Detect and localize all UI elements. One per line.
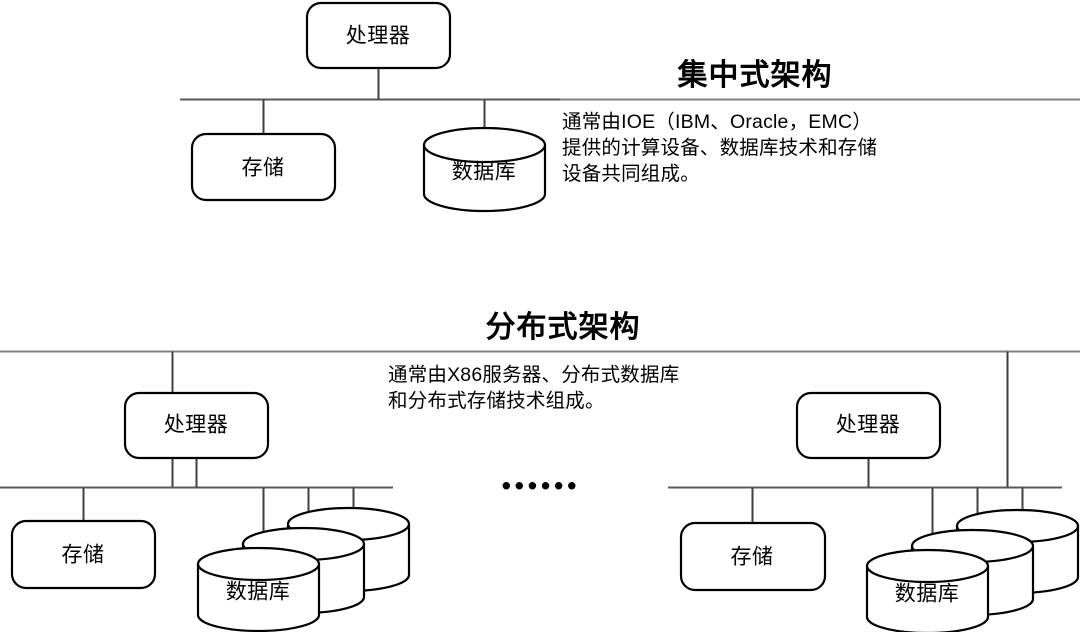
left-storage-box — [10, 519, 157, 590]
distributed-section-title: 分布式架构 — [485, 311, 641, 344]
left-database-label: 数据库 — [225, 580, 291, 604]
centralized-section-description: 通常由IOE（IBM、Oracle，EMC） 提供的计算设备、数据库技术和存储 … — [562, 110, 982, 188]
distributed-section-description: 通常由X86服务器、分布式数据库 和分布式存储技术组成。 — [388, 363, 808, 415]
right-database-label: 数据库 — [894, 582, 960, 606]
right-processor-box — [795, 391, 942, 460]
left-processor-box — [123, 391, 270, 460]
centralized-storage-label: 存储 — [241, 156, 285, 180]
centralized-processor-label: 处理器 — [345, 24, 411, 48]
distributed-left-cluster — [0, 391, 411, 632]
centralized-desc-line-2: 提供的计算设备、数据库技术和存储 — [562, 136, 878, 159]
centralized-storage-box — [190, 132, 337, 202]
right-processor-label: 处理器 — [835, 413, 901, 437]
centralized-database-label: 数据库 — [451, 160, 517, 184]
distributed-desc-line-1: 通常由X86服务器、分布式数据库 — [388, 364, 680, 386]
cluster-ellipsis: •••••• — [501, 470, 581, 501]
distributed-right-cluster — [668, 391, 1080, 632]
centralized-section-graphics — [180, 1, 1080, 213]
left-database-cylinder-front — [196, 546, 321, 632]
distributed-section-graphics — [0, 350, 1080, 632]
centralized-database-cylinder — [422, 126, 547, 213]
centralized-desc-line-3: 设备共同组成。 — [562, 162, 700, 185]
right-storage-box — [679, 521, 827, 592]
centralized-section-title: 集中式架构 — [677, 59, 833, 92]
left-processor-label: 处理器 — [163, 413, 229, 437]
centralized-desc-line-1: 通常由IOE（IBM、Oracle，EMC） — [562, 111, 872, 133]
centralized-processor-box — [305, 1, 452, 70]
left-storage-label: 存储 — [61, 543, 105, 567]
distributed-desc-line-2: 和分布式存储技术组成。 — [388, 389, 605, 412]
right-storage-label: 存储 — [730, 545, 774, 569]
right-database-cylinder-front — [865, 548, 990, 632]
